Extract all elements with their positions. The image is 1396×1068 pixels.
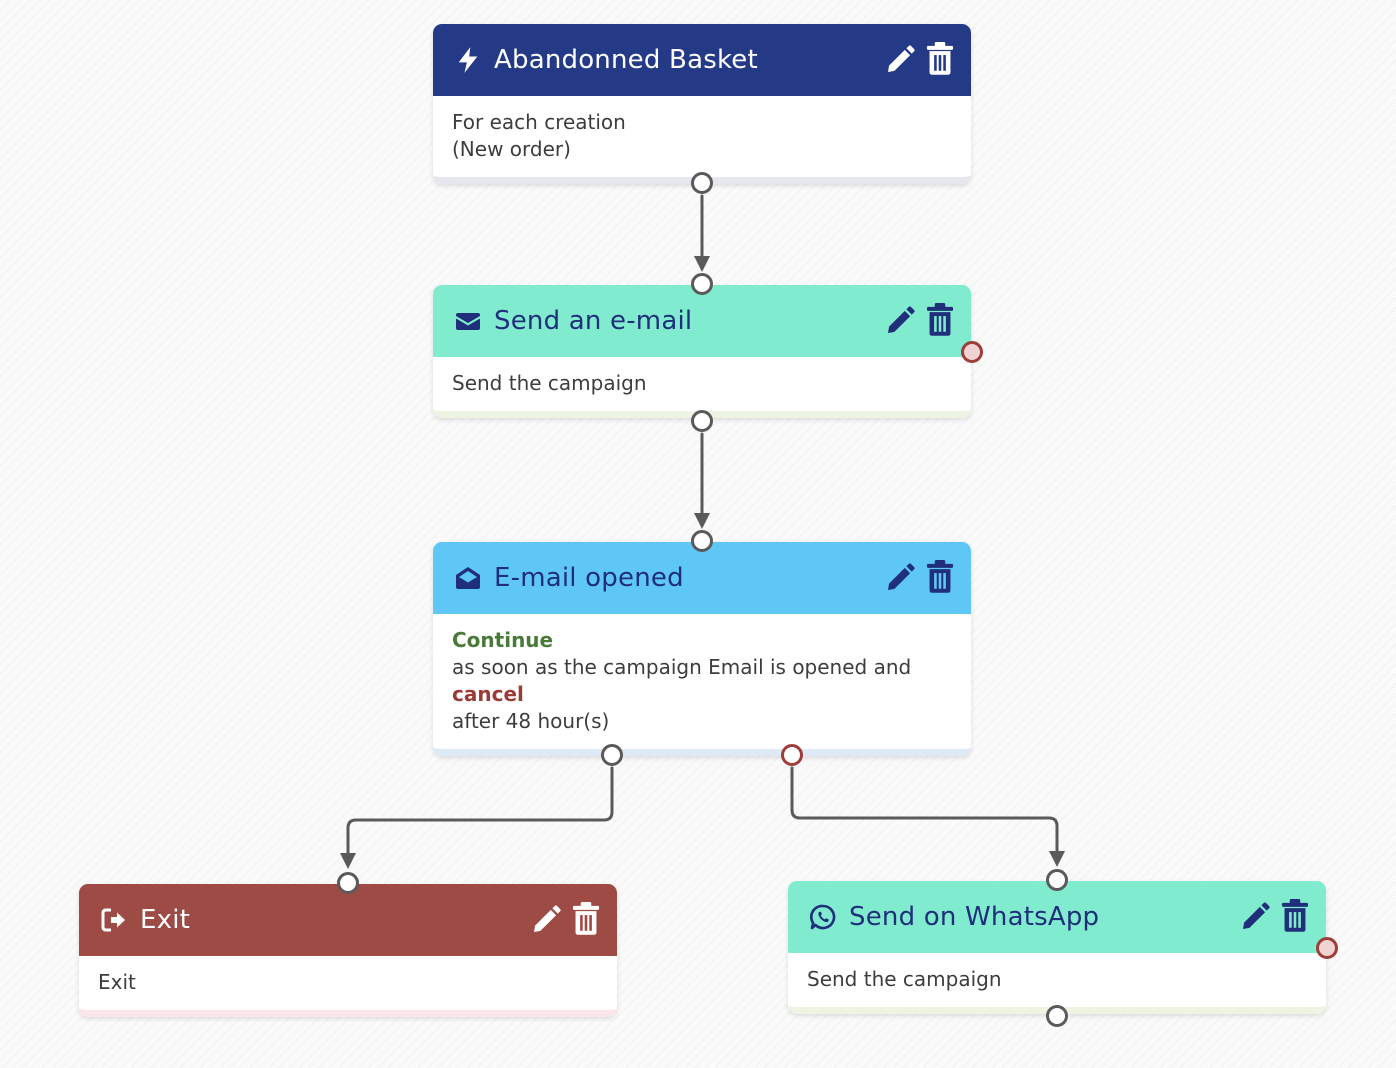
send-email-error-port[interactable] xyxy=(961,341,983,363)
trash-icon[interactable] xyxy=(571,902,601,936)
trash-icon[interactable] xyxy=(925,42,955,76)
continue-label: Continue xyxy=(452,628,554,652)
trigger-description-line2: (New order) xyxy=(452,137,571,161)
exit-description: Exit xyxy=(98,970,136,994)
email-opened-continue-port[interactable] xyxy=(601,744,623,766)
envelope-open-icon xyxy=(454,564,482,592)
bolt-icon xyxy=(454,46,482,74)
envelope-icon xyxy=(454,307,482,335)
email-opened-node-body: Continue as soon as the campaign Email i… xyxy=(433,614,971,756)
send-email-description: Send the campaign xyxy=(452,371,647,395)
exit-input-port[interactable] xyxy=(337,872,359,894)
pencil-icon[interactable] xyxy=(884,305,916,337)
arrowhead-exit xyxy=(340,853,356,869)
pencil-icon[interactable] xyxy=(530,904,562,936)
cancel-label: cancel xyxy=(452,682,524,706)
email-opened-node[interactable]: E-mail opened Continue as soon as the ca… xyxy=(433,542,971,756)
email-opened-node-header: E-mail opened xyxy=(433,542,971,614)
arrowhead-email xyxy=(694,256,710,272)
arrowhead-opened xyxy=(694,513,710,529)
pencil-icon[interactable] xyxy=(884,562,916,594)
whatsapp-error-port[interactable] xyxy=(1316,937,1338,959)
send-email-output-port[interactable] xyxy=(691,410,713,432)
pencil-icon[interactable] xyxy=(884,44,916,76)
exit-node[interactable]: Exit Exit xyxy=(79,884,617,1017)
send-email-node-title: Send an e-mail xyxy=(494,306,693,336)
cancel-condition-text: after 48 hour(s) xyxy=(452,709,610,733)
whatsapp-output-port[interactable] xyxy=(1046,1005,1068,1027)
email-opened-node-title: E-mail opened xyxy=(494,563,684,593)
exit-node-header: Exit xyxy=(79,884,617,956)
send-email-node-header: Send an e-mail xyxy=(433,285,971,357)
trash-icon[interactable] xyxy=(1280,899,1310,933)
trigger-node-body: For each creation (New order) xyxy=(433,96,971,184)
exit-node-body: Exit xyxy=(79,956,617,1017)
whatsapp-node[interactable]: Send on WhatsApp Send the campaign xyxy=(788,881,1326,1014)
whatsapp-node-header: Send on WhatsApp xyxy=(788,881,1326,953)
connector-opened-to-exit xyxy=(346,766,614,862)
trash-icon[interactable] xyxy=(925,303,955,337)
email-opened-cancel-port[interactable] xyxy=(781,744,803,766)
whatsapp-icon xyxy=(809,903,837,931)
trigger-description-line1: For each creation xyxy=(452,110,626,134)
continue-condition-text: as soon as the campaign Email is opened … xyxy=(452,655,912,679)
trigger-output-port[interactable] xyxy=(691,172,713,194)
whatsapp-description: Send the campaign xyxy=(807,967,1002,991)
exit-node-title: Exit xyxy=(140,905,191,935)
whatsapp-input-port[interactable] xyxy=(1046,869,1068,891)
arrowhead-whatsapp xyxy=(1049,851,1065,867)
trash-icon[interactable] xyxy=(925,560,955,594)
trigger-node[interactable]: Abandonned Basket For each creation (New… xyxy=(433,24,971,184)
send-email-node[interactable]: Send an e-mail Send the campaign xyxy=(433,285,971,418)
email-opened-input-port[interactable] xyxy=(691,530,713,552)
send-email-input-port[interactable] xyxy=(691,273,713,295)
pencil-icon[interactable] xyxy=(1239,901,1271,933)
connector-opened-to-whatsapp xyxy=(790,766,1059,859)
sign-out-icon xyxy=(100,906,128,934)
trigger-node-header: Abandonned Basket xyxy=(433,24,971,96)
trigger-node-title: Abandonned Basket xyxy=(494,45,758,75)
whatsapp-node-title: Send on WhatsApp xyxy=(849,902,1100,932)
send-email-node-body: Send the campaign xyxy=(433,357,971,418)
